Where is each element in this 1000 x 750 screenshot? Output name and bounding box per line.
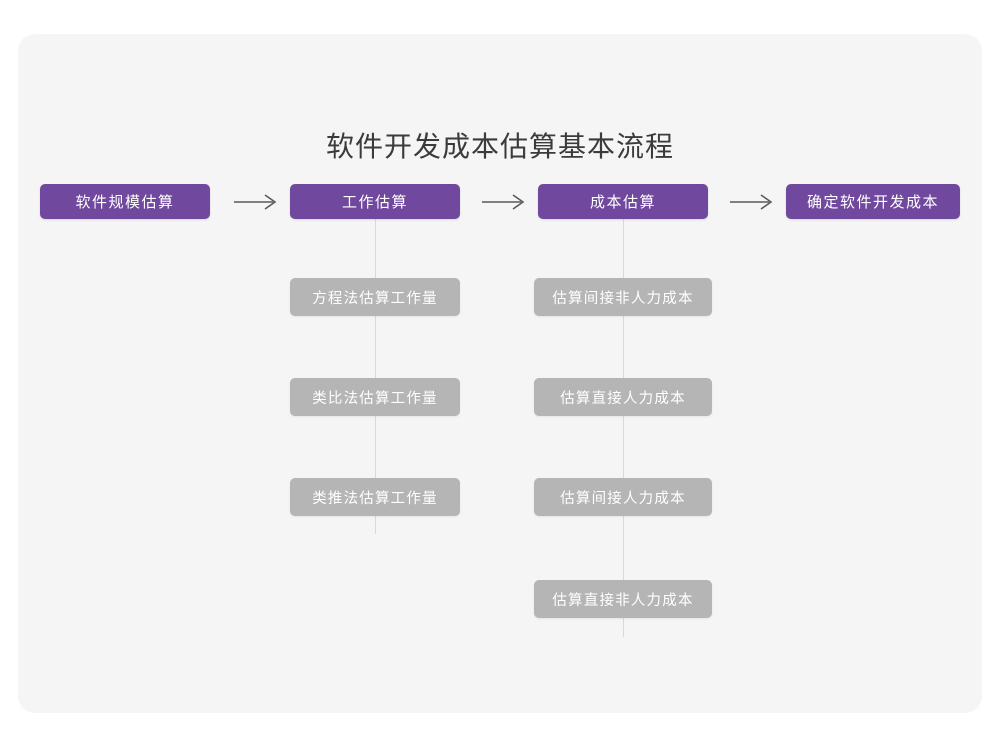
substep-node[interactable]: 估算直接非人力成本 [534,580,712,618]
substep-label: 估算间接人力成本 [560,490,686,507]
substep-node[interactable]: 估算间接非人力成本 [534,278,712,316]
substep-label: 方程法估算工作量 [312,290,438,307]
stage-node-determine-development-cost[interactable]: 确定软件开发成本 [786,184,960,219]
substep-label: 估算直接非人力成本 [552,592,694,609]
substep-label: 估算直接人力成本 [560,390,686,407]
page-title: 软件开发成本估算基本流程 [325,131,674,162]
stage-node-label: 软件规模估算 [75,194,175,211]
diagram-card: 软件开发成本估算基本流程 软件规模估算 工作估算 [18,34,982,713]
arrow-right-icon-2 [476,184,534,219]
stage-node-label: 工作估算 [341,194,408,211]
substep-node[interactable]: 方程法估算工作量 [290,278,460,316]
substep-label: 类推法估算工作量 [312,490,438,507]
substep-label: 类比法估算工作量 [312,390,438,407]
arrow-right-icon-3 [724,184,782,219]
substep-node[interactable]: 估算直接人力成本 [534,378,712,416]
substep-node[interactable]: 估算间接人力成本 [534,478,712,516]
connector-line-stage-3 [623,219,624,637]
stage-node-software-scale-estimation[interactable]: 软件规模估算 [40,184,210,219]
stage-row: 软件规模估算 工作估算 成本估算 [18,184,982,254]
arrow-right-icon-1 [228,184,286,219]
stage-node-work-estimation[interactable]: 工作估算 [290,184,460,219]
substep-node[interactable]: 类推法估算工作量 [290,478,460,516]
stage-node-label: 确定软件开发成本 [806,194,939,211]
substep-label: 估算间接非人力成本 [552,290,694,307]
substep-node[interactable]: 类比法估算工作量 [290,378,460,416]
stage-node-label: 成本估算 [589,194,656,211]
connector-line-stage-2 [375,219,376,534]
stage-node-cost-estimation[interactable]: 成本估算 [538,184,708,219]
